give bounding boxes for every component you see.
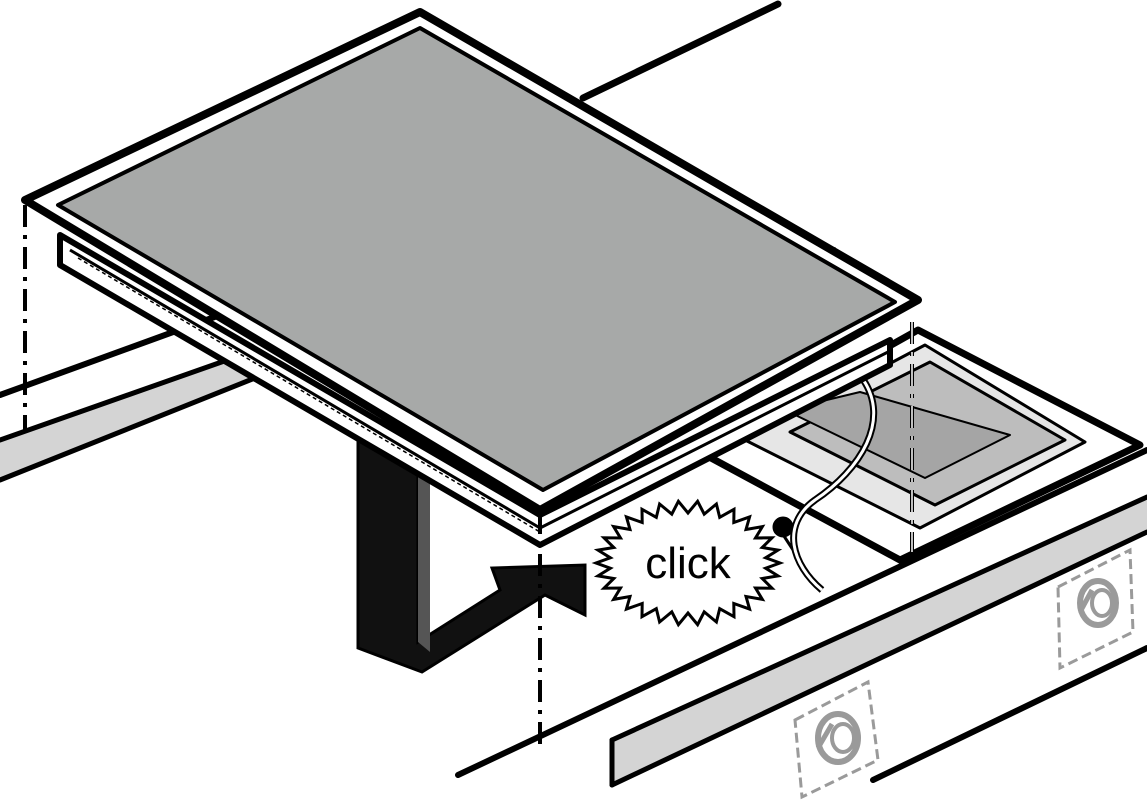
countertop-front-edge (455, 447, 1147, 778)
power-cable-core (792, 377, 876, 592)
cooktop-body-edge-right (539, 350, 889, 530)
click-burst-icon (591, 498, 785, 628)
click-callout-text: click (645, 539, 732, 588)
countertop-left-strip-bottom (0, 365, 283, 483)
knob-icon (793, 679, 880, 800)
glass-ceramic-surface (56, 26, 897, 492)
countertop (0, 0, 1147, 788)
control-panel-strip (612, 497, 1147, 785)
control-panel-strip-top (609, 494, 1147, 743)
cooktop-gasket (77, 257, 541, 533)
knob-icon (1056, 547, 1135, 671)
cooktop-body-edge-left (69, 248, 541, 530)
countertop-left-strip (0, 352, 280, 480)
control-panel-strip-bottom (609, 529, 1147, 788)
arrow-icon (356, 437, 587, 674)
countertop-back-edge (579, 0, 782, 102)
countertop-left-strip-top (0, 349, 253, 443)
control-knobs (793, 547, 1135, 800)
cabinet-front-edge (870, 645, 1147, 783)
